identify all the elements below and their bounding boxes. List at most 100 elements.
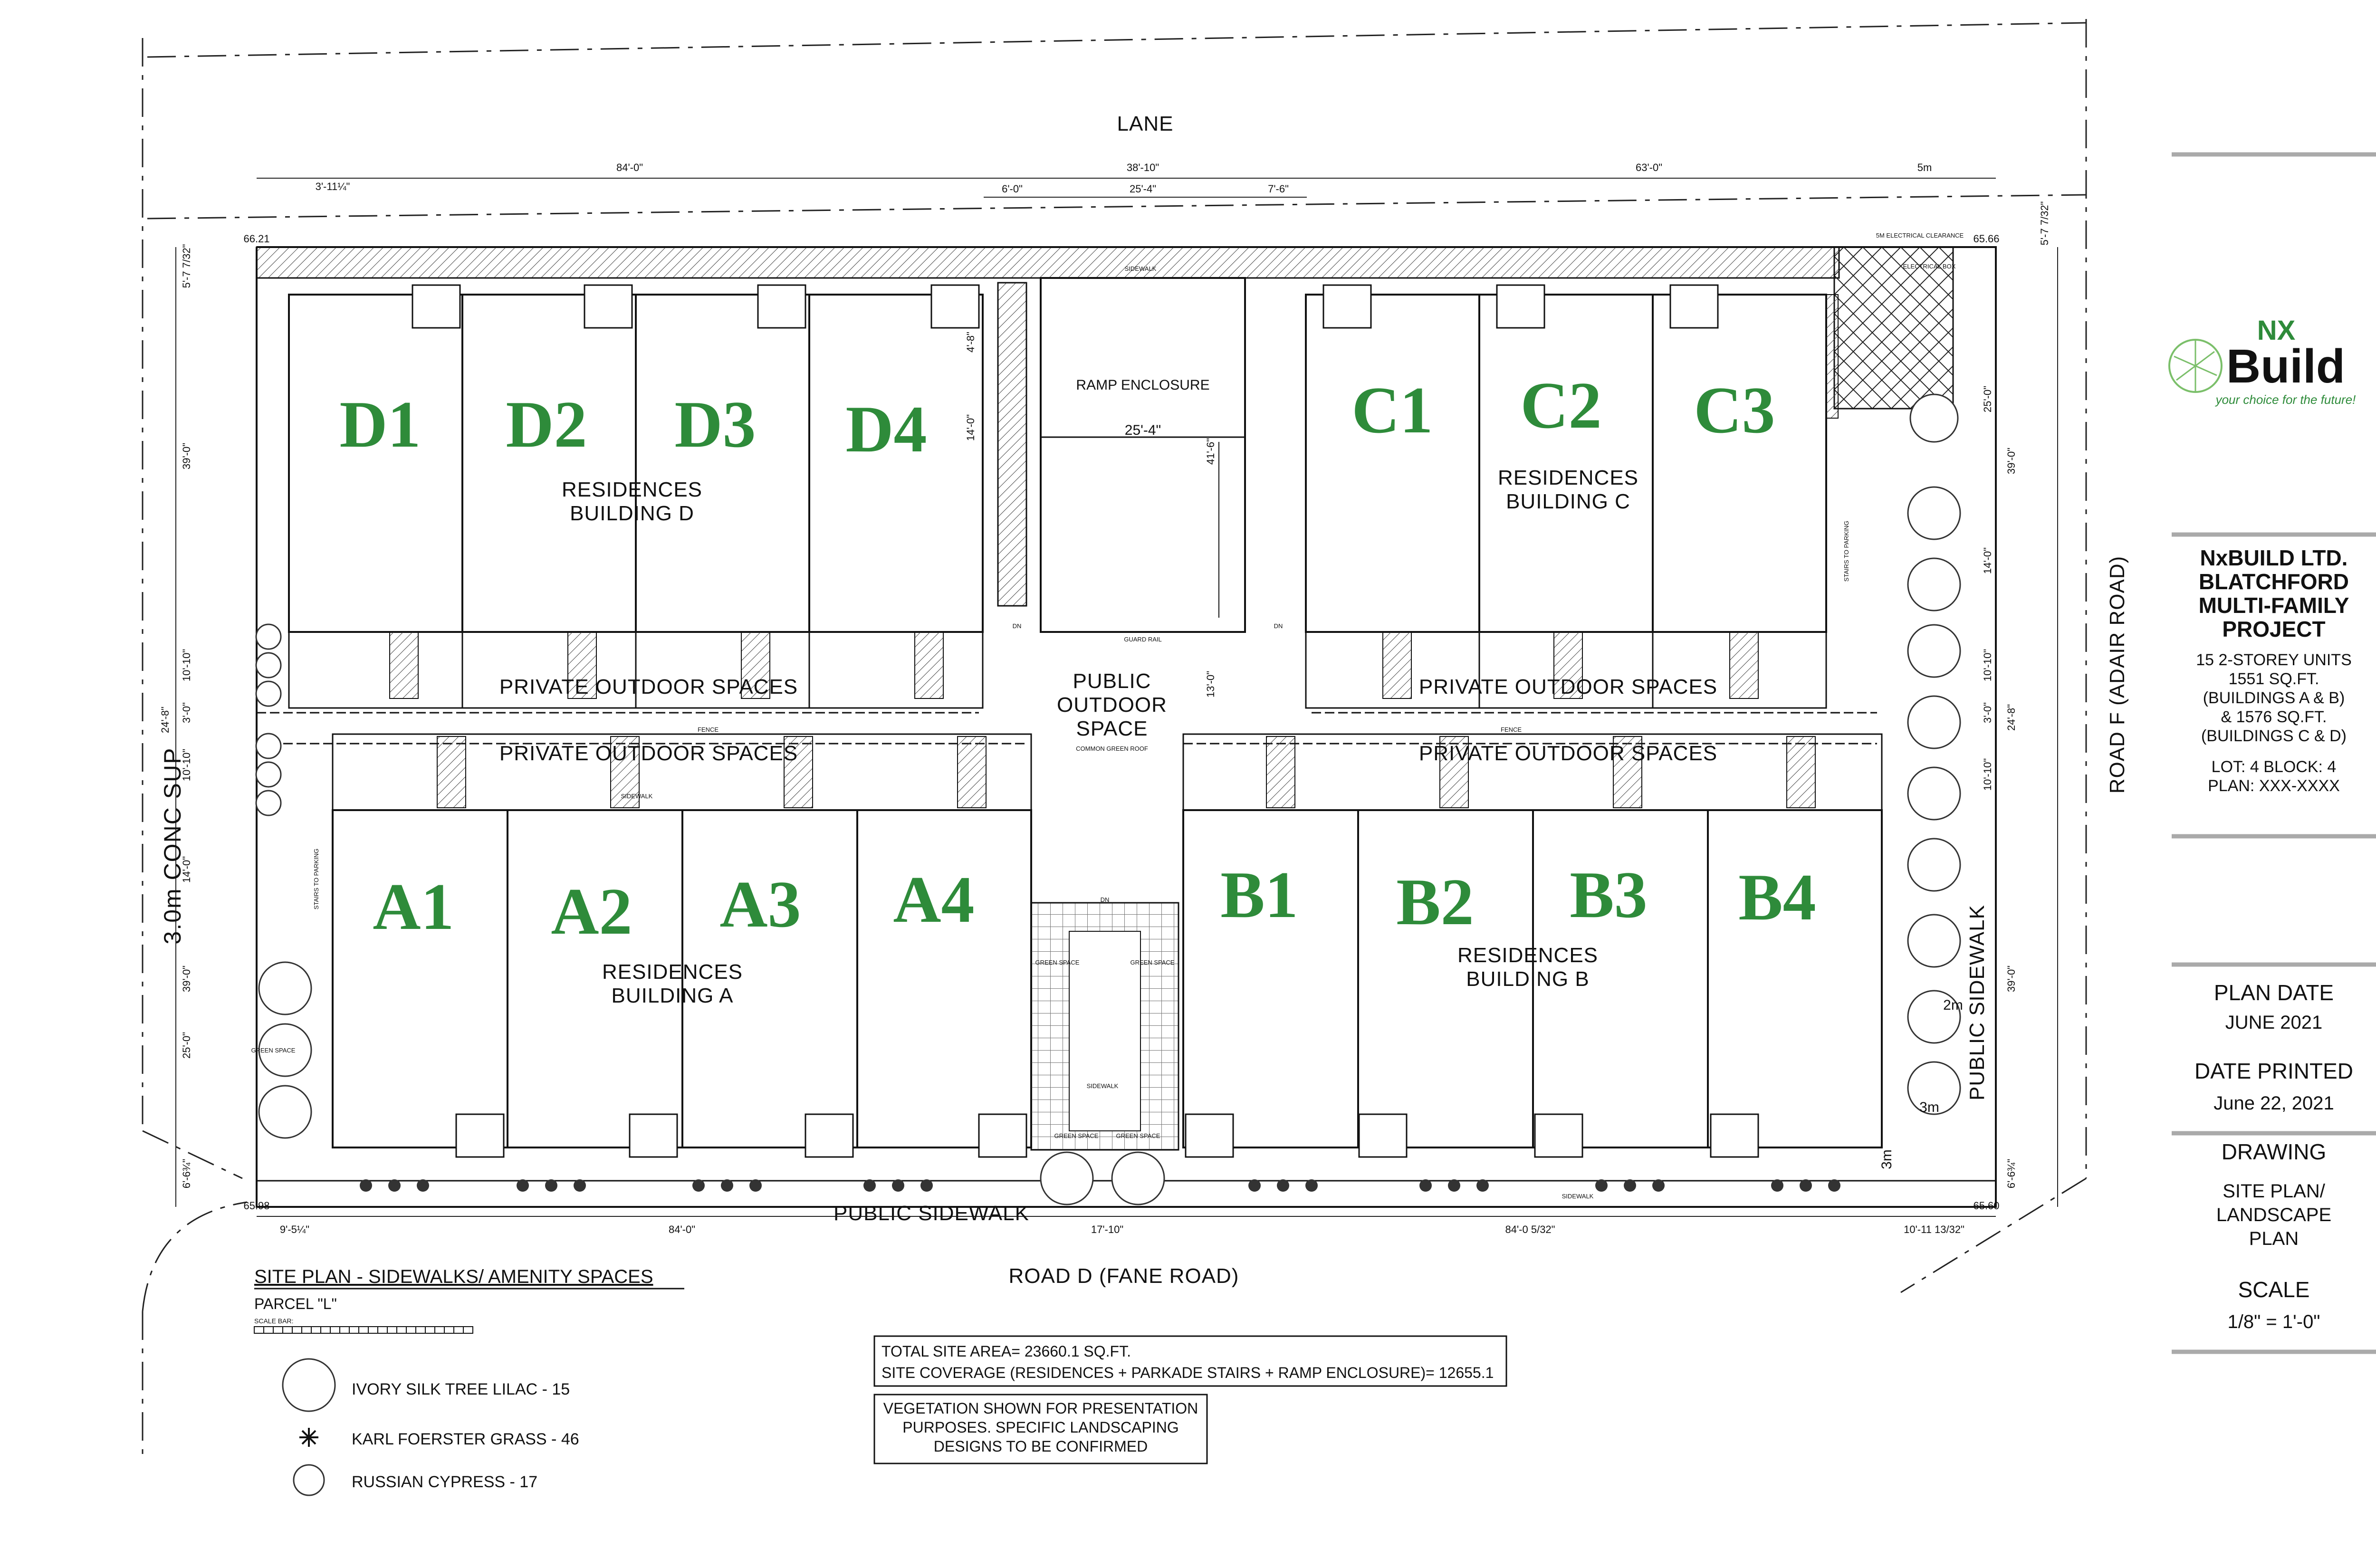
dim-mid: 41'-6" <box>1205 438 1217 465</box>
legend-cypress: RUSSIAN CYPRESS - 17 <box>352 1473 537 1491</box>
legend-grass: KARL FOERSTER GRASS - 46 <box>352 1430 579 1448</box>
unit-d2: D2 <box>506 388 587 461</box>
title-block: NX Build your choice for the future! NxB… <box>2168 152 2376 1354</box>
date-printed-label: DATE PRINTED <box>2194 1059 2353 1083</box>
lane-label: LANE <box>1117 112 1174 135</box>
project-details: 15 2-STOREY UNITS <box>2196 651 2352 669</box>
dim-mid: 13'-0" <box>1205 671 1217 698</box>
building-c-label: BUILDING C <box>1506 490 1630 513</box>
right-trees <box>1907 393 1961 1115</box>
building-d-label: BUILDING D <box>570 502 694 525</box>
ramp-green-space <box>997 282 1027 607</box>
unit-a4: A4 <box>893 863 974 937</box>
project-details: & 1576 SQ.FT. <box>2221 708 2327 726</box>
dim-right: 24'-8" <box>2005 704 2017 731</box>
green-space-label: GREEN SPACE <box>1054 1132 1099 1139</box>
right-dims: 5'-7 7/32" 25'-0" 39'-0" 14'-0" 10'-10" … <box>1982 201 2050 1188</box>
logo-tagline: your choice for the future! <box>2215 392 2356 407</box>
dim-left: 5'-7 7/32" <box>181 244 192 288</box>
public-outdoor-label: SPACE <box>1076 717 1148 740</box>
electrical-box <box>1833 246 1954 410</box>
unit-a1: A1 <box>373 870 454 944</box>
unit-c1: C1 <box>1351 373 1433 447</box>
dim-top-left: 3'-11¼" <box>316 181 350 192</box>
scale-bar <box>254 1326 473 1334</box>
vegetation-note: PURPOSES. SPECIFIC LANDSCAPING <box>902 1419 1178 1436</box>
dim-bottom: 10'-11 13/32" <box>1904 1224 1964 1235</box>
elevation: 65.60 <box>1973 1200 1999 1212</box>
south-patio-hatch <box>437 736 1816 808</box>
dim-left: 39'-0" <box>181 966 192 992</box>
site-coverage: SITE COVERAGE (RESIDENCES + PARKADE STAI… <box>881 1364 1494 1381</box>
dim-bottom: 17'-10" <box>1091 1224 1123 1235</box>
dim-right: 39'-0" <box>2005 966 2017 992</box>
dim-left: 10'-10" <box>181 749 192 781</box>
dim-top-sub: 25'-4" <box>1130 183 1156 195</box>
dim-left: 25'-0" <box>181 1032 192 1059</box>
elevation: 65.66 <box>1973 233 1999 245</box>
legend: SITE PLAN - SIDEWALKS/ AMENITY SPACES PA… <box>254 1266 684 1496</box>
plan-date: JUNE 2021 <box>2225 1012 2323 1033</box>
drawing-label: DRAWING <box>2222 1139 2327 1164</box>
unit-c2: C2 <box>1520 369 1601 442</box>
dim-right: 10'-10" <box>1982 758 1993 791</box>
dim-right: 25'-0" <box>1982 386 1993 412</box>
unit-c3: C3 <box>1694 373 1775 447</box>
building-d-label: RESIDENCES <box>562 478 702 501</box>
project-details: 1551 SQ.FT. <box>2229 670 2319 688</box>
ramp-dimension: 25'-4" <box>1125 422 1161 438</box>
dim-mid: 14'-0" <box>965 414 977 441</box>
common-green-roof-label: COMMON GREEN ROOF <box>1076 745 1148 752</box>
building-b <box>1182 809 1883 1148</box>
unit-b4: B4 <box>1738 860 1816 934</box>
private-outdoor-label: PRIVATE OUTDOOR SPACES <box>1419 742 1717 765</box>
electrical-clearance-label: 5M ELECTRICAL CLEARANCE <box>1876 232 1964 239</box>
site-notes: TOTAL SITE AREA= 23660.1 SQ.FT. SITE COV… <box>873 1335 1507 1464</box>
scale-value: 1/8" = 1'-0" <box>2227 1311 2320 1332</box>
unit-d4: D4 <box>845 392 927 466</box>
road-f-label: ROAD F (ADAIR ROAD) <box>2106 556 2129 794</box>
grass-symbol-icon <box>299 1428 318 1447</box>
left-dims: 5'-7 7/32" 39'-0" 10'-10" 3'-0" 24'-8" 1… <box>159 244 192 1188</box>
elevation: 66.21 <box>243 233 269 245</box>
unit-d1: D1 <box>339 388 421 461</box>
building-c <box>1305 294 1827 633</box>
guard-rail-label: GUARD RAIL <box>1124 636 1161 643</box>
public-sidewalk-label: PUBLIC SIDEWALK <box>834 1202 1029 1225</box>
stairs-to-parking-label: STAIRS TO PARKING <box>1843 521 1850 582</box>
left-trees <box>255 623 312 1139</box>
building-c-label: RESIDENCES <box>1498 466 1638 489</box>
drawing-name: LANDSCAPE <box>2216 1205 2331 1225</box>
dimension-text: 84'-0" 38'-10" 63'-0" 5m 6'-0" 25'-4" 7'… <box>243 162 1999 1235</box>
unit-a3: A3 <box>719 868 801 941</box>
legend-tree: IVORY SILK TREE LILAC - 15 <box>352 1380 570 1398</box>
dim-right: 5'-7 7/32" <box>2039 201 2050 246</box>
central-tree <box>1111 1151 1165 1205</box>
conc-sup-label: 3.0m CONC SUP <box>159 747 186 945</box>
central-sidewalk <box>1069 931 1141 1131</box>
dim-right: 14'-0" <box>1982 547 1993 574</box>
lot-info: PLAN: XXX-XXXX <box>2208 777 2340 795</box>
fences <box>257 712 1877 745</box>
sidewalk-label: SIDEWALK <box>1087 1082 1119 1090</box>
project-details: (BUILDINGS C & D) <box>2201 727 2347 745</box>
dim-right: 39'-0" <box>2005 448 2017 474</box>
dim-top: 63'-0" <box>1636 162 1662 173</box>
unit-labels: D1 D2 D3 D4 C1 C2 C3 A1 A2 A3 A4 B1 B2 B… <box>339 369 1816 948</box>
scale-label: SCALE <box>2238 1277 2310 1302</box>
company-name: BLATCHFORD <box>2199 569 2349 594</box>
lot-info: LOT: 4 BLOCK: 4 <box>2212 758 2337 776</box>
dn-label: DN <box>1013 622 1022 630</box>
dim-3m: 3m <box>1879 1149 1895 1169</box>
cypress-symbol-icon <box>293 1464 325 1496</box>
date-printed: June 22, 2021 <box>2213 1093 2334 1114</box>
private-outdoor-label: PRIVATE OUTDOOR SPACES <box>1419 675 1717 698</box>
dim-2m: 2m <box>1943 997 1963 1013</box>
public-outdoor-label: OUTDOOR <box>1057 693 1167 717</box>
dim-left: 10'-10" <box>181 649 192 681</box>
dim-bottom: 9'-5¼" <box>280 1224 309 1235</box>
dim-top: 84'-0" <box>616 162 643 173</box>
unit-b3: B3 <box>1570 858 1647 932</box>
building-a-label: RESIDENCES <box>602 960 743 984</box>
